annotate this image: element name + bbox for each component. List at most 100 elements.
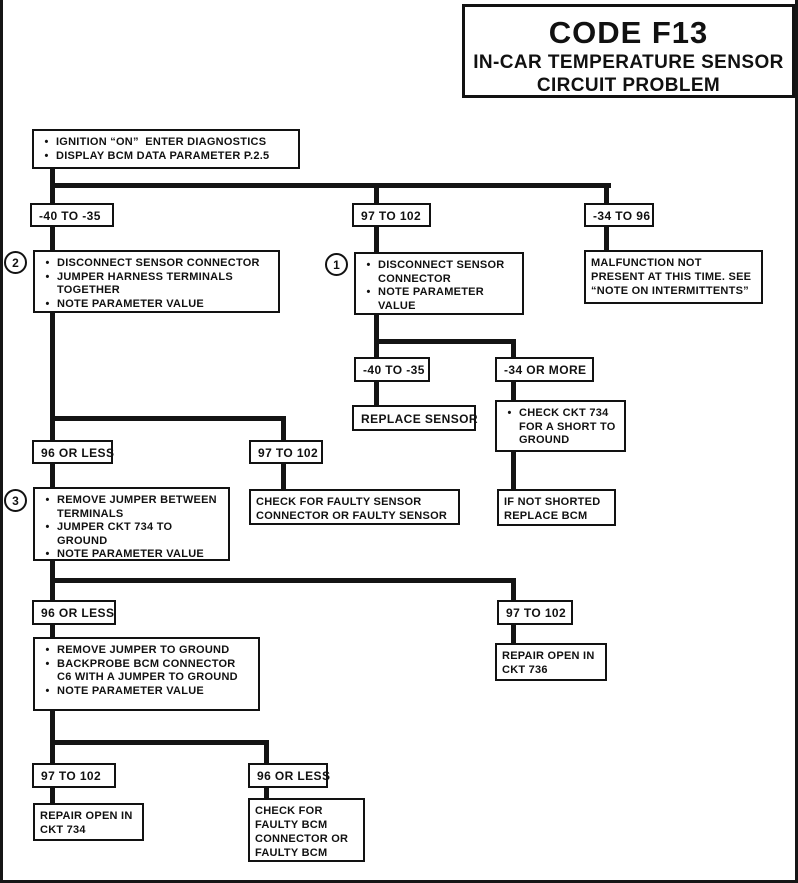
connector-line bbox=[374, 226, 379, 253]
node-text-line: REPAIR OPEN IN bbox=[502, 650, 595, 662]
bullet-icon: • bbox=[366, 286, 371, 298]
connector-line bbox=[50, 624, 55, 637]
value-text: 97 TO 102 bbox=[41, 769, 102, 783]
value-text: 97 TO 102 bbox=[258, 445, 319, 460]
bullet-icon: • bbox=[45, 521, 50, 533]
node-malfunction-not-present: MALFUNCTION NOT PRESENT AT THIS TIME. SE… bbox=[584, 250, 763, 304]
connector-line bbox=[264, 741, 269, 763]
connector-line bbox=[281, 464, 286, 489]
step-text: DISCONNECT SENSOR CONNECTOR bbox=[57, 257, 260, 269]
connector-line bbox=[50, 578, 516, 583]
node-text-line: REPLACE BCM bbox=[504, 510, 588, 522]
node-step2: • DISCONNECT SENSOR CONNECTOR • JUMPER HAR… bbox=[33, 250, 280, 313]
connector-line bbox=[50, 226, 55, 251]
value-box-96-or-less-3: 96 OR LESS bbox=[248, 763, 331, 788]
page-edge-bottom bbox=[0, 880, 798, 883]
value-text: 97 TO 102 bbox=[506, 606, 567, 620]
step-text: CHECK CKT 734 FOR A SHORT TO GROUND bbox=[519, 407, 619, 446]
step-text: NOTE PARAMETER VALUE bbox=[378, 286, 488, 312]
connector-line bbox=[511, 624, 516, 643]
step-text: JUMPER CKT 734 TO GROUND bbox=[57, 521, 176, 547]
connector-line bbox=[50, 710, 55, 763]
step-text: BACKPROBE BCM CONNECTOR C6 WITH A JUMPER… bbox=[57, 657, 239, 684]
node-text-line: “NOTE ON INTERMITTENTS” bbox=[591, 285, 749, 297]
step-text: DISPLAY BCM DATA PARAMETER P.2.5 bbox=[56, 149, 270, 162]
page-subtitle-line2: CIRCUIT PROBLEM bbox=[536, 75, 721, 96]
step-marker-1: 1 bbox=[325, 253, 348, 276]
node-text-line: CONNECTOR OR FAULTY SENSOR bbox=[256, 510, 448, 522]
bullet-icon: • bbox=[44, 136, 49, 148]
value-text: -40 TO -35 bbox=[39, 208, 101, 223]
value-box-96-or-less-2: 96 OR LESS bbox=[32, 600, 116, 625]
bullet-icon: • bbox=[45, 494, 50, 506]
bullet-icon: • bbox=[44, 149, 49, 162]
bullet-icon: • bbox=[45, 684, 50, 697]
value-box-neg40-neg35-top: -40 TO -35 bbox=[30, 203, 114, 227]
value-text: 96 OR LESS bbox=[41, 445, 115, 460]
step-text: NOTE PARAMETER VALUE bbox=[57, 548, 204, 560]
node-text-line: CKT 734 bbox=[40, 824, 86, 836]
node-text-line: FAULTY BCM bbox=[255, 847, 328, 859]
marker-number: 2 bbox=[12, 255, 19, 270]
bullet-icon: • bbox=[45, 257, 50, 269]
connector-line bbox=[374, 339, 516, 344]
connector-line bbox=[50, 464, 55, 488]
node-text-line: CKT 736 bbox=[502, 664, 548, 676]
value-box-97-102-top: 97 TO 102 bbox=[352, 203, 431, 227]
step-text: IGNITION “ON” ENTER DIAGNOSTICS bbox=[56, 136, 267, 148]
page-title: CODE F13 bbox=[548, 15, 709, 50]
value-text: -40 TO -35 bbox=[363, 363, 425, 377]
connector-line bbox=[604, 226, 609, 251]
value-box-neg34-96: -34 TO 96 bbox=[584, 203, 654, 227]
step-text: NOTE PARAMETER VALUE bbox=[57, 297, 204, 310]
node-step3: • REMOVE JUMPER BETWEEN TERMINALS • JUMPER… bbox=[33, 487, 230, 561]
page-edge-left bbox=[0, 0, 3, 883]
marker-number: 3 bbox=[12, 493, 19, 508]
value-box-neg40-neg35-mid: -40 TO -35 bbox=[354, 357, 430, 382]
node-check-ckt734-short: • CHECK CKT 734 FOR A SHORT TO GROUND bbox=[495, 400, 626, 452]
node-text-line: PRESENT AT THIS TIME. SEE bbox=[591, 271, 752, 283]
connector-line bbox=[50, 416, 286, 421]
step-text: JUMPER HARNESS TERMINALS TOGETHER bbox=[57, 270, 237, 297]
node-text-line: FAULTY BCM bbox=[255, 819, 328, 831]
step-text: DISCONNECT SENSOR CONNECTOR bbox=[378, 259, 508, 285]
value-text: -34 TO 96 bbox=[593, 208, 651, 223]
connector-line bbox=[50, 740, 269, 745]
node-text-line: CHECK FOR bbox=[255, 805, 323, 817]
node-text-line: REPAIR OPEN IN bbox=[40, 810, 133, 822]
value-text: 96 OR LESS bbox=[41, 606, 115, 620]
bullet-icon: • bbox=[507, 407, 512, 419]
node-repair-open-734: REPAIR OPEN IN CKT 734 bbox=[33, 803, 144, 841]
connector-line bbox=[511, 380, 516, 401]
bullet-icon: • bbox=[45, 644, 50, 656]
connector-line bbox=[50, 183, 611, 188]
value-text: -34 OR MORE bbox=[504, 363, 587, 377]
bullet-icon: • bbox=[45, 548, 50, 560]
node-if-not-shorted: IF NOT SHORTED REPLACE BCM bbox=[497, 489, 616, 526]
value-box-97-102-d: 97 TO 102 bbox=[32, 763, 116, 788]
connector-line bbox=[511, 451, 516, 489]
page-edge-right bbox=[795, 0, 798, 883]
value-text: 96 OR LESS bbox=[257, 769, 331, 783]
connector-line bbox=[374, 184, 379, 204]
node-text-line: CHECK FOR FAULTY SENSOR bbox=[256, 496, 422, 508]
connector-line bbox=[281, 417, 286, 441]
value-box-97-102-b: 97 TO 102 bbox=[249, 440, 323, 464]
node-check-faulty-sensor: CHECK FOR FAULTY SENSOR CONNECTOR OR FAU… bbox=[249, 489, 460, 525]
bullet-icon: • bbox=[366, 259, 371, 271]
connector-line bbox=[511, 579, 516, 600]
value-box-neg34-or-more: -34 OR MORE bbox=[495, 357, 594, 382]
page-subtitle-line1: IN-CAR TEMPERATURE SENSOR bbox=[473, 52, 784, 73]
connector-line bbox=[50, 786, 55, 803]
node-text: REPLACE SENSOR bbox=[361, 411, 478, 426]
connector-line bbox=[374, 314, 379, 357]
step-marker-2: 2 bbox=[4, 251, 27, 274]
title-box: CODE F13 IN-CAR TEMPERATURE SENSOR CIRCU… bbox=[462, 4, 795, 98]
step-marker-3: 3 bbox=[4, 489, 27, 512]
value-box-97-102-c: 97 TO 102 bbox=[497, 600, 573, 625]
node-text-line: CONNECTOR OR bbox=[255, 833, 349, 845]
bullet-icon: • bbox=[45, 297, 50, 310]
step-text: NOTE PARAMETER VALUE bbox=[57, 684, 204, 697]
step-text: REMOVE JUMPER BETWEEN TERMINALS bbox=[57, 494, 221, 520]
